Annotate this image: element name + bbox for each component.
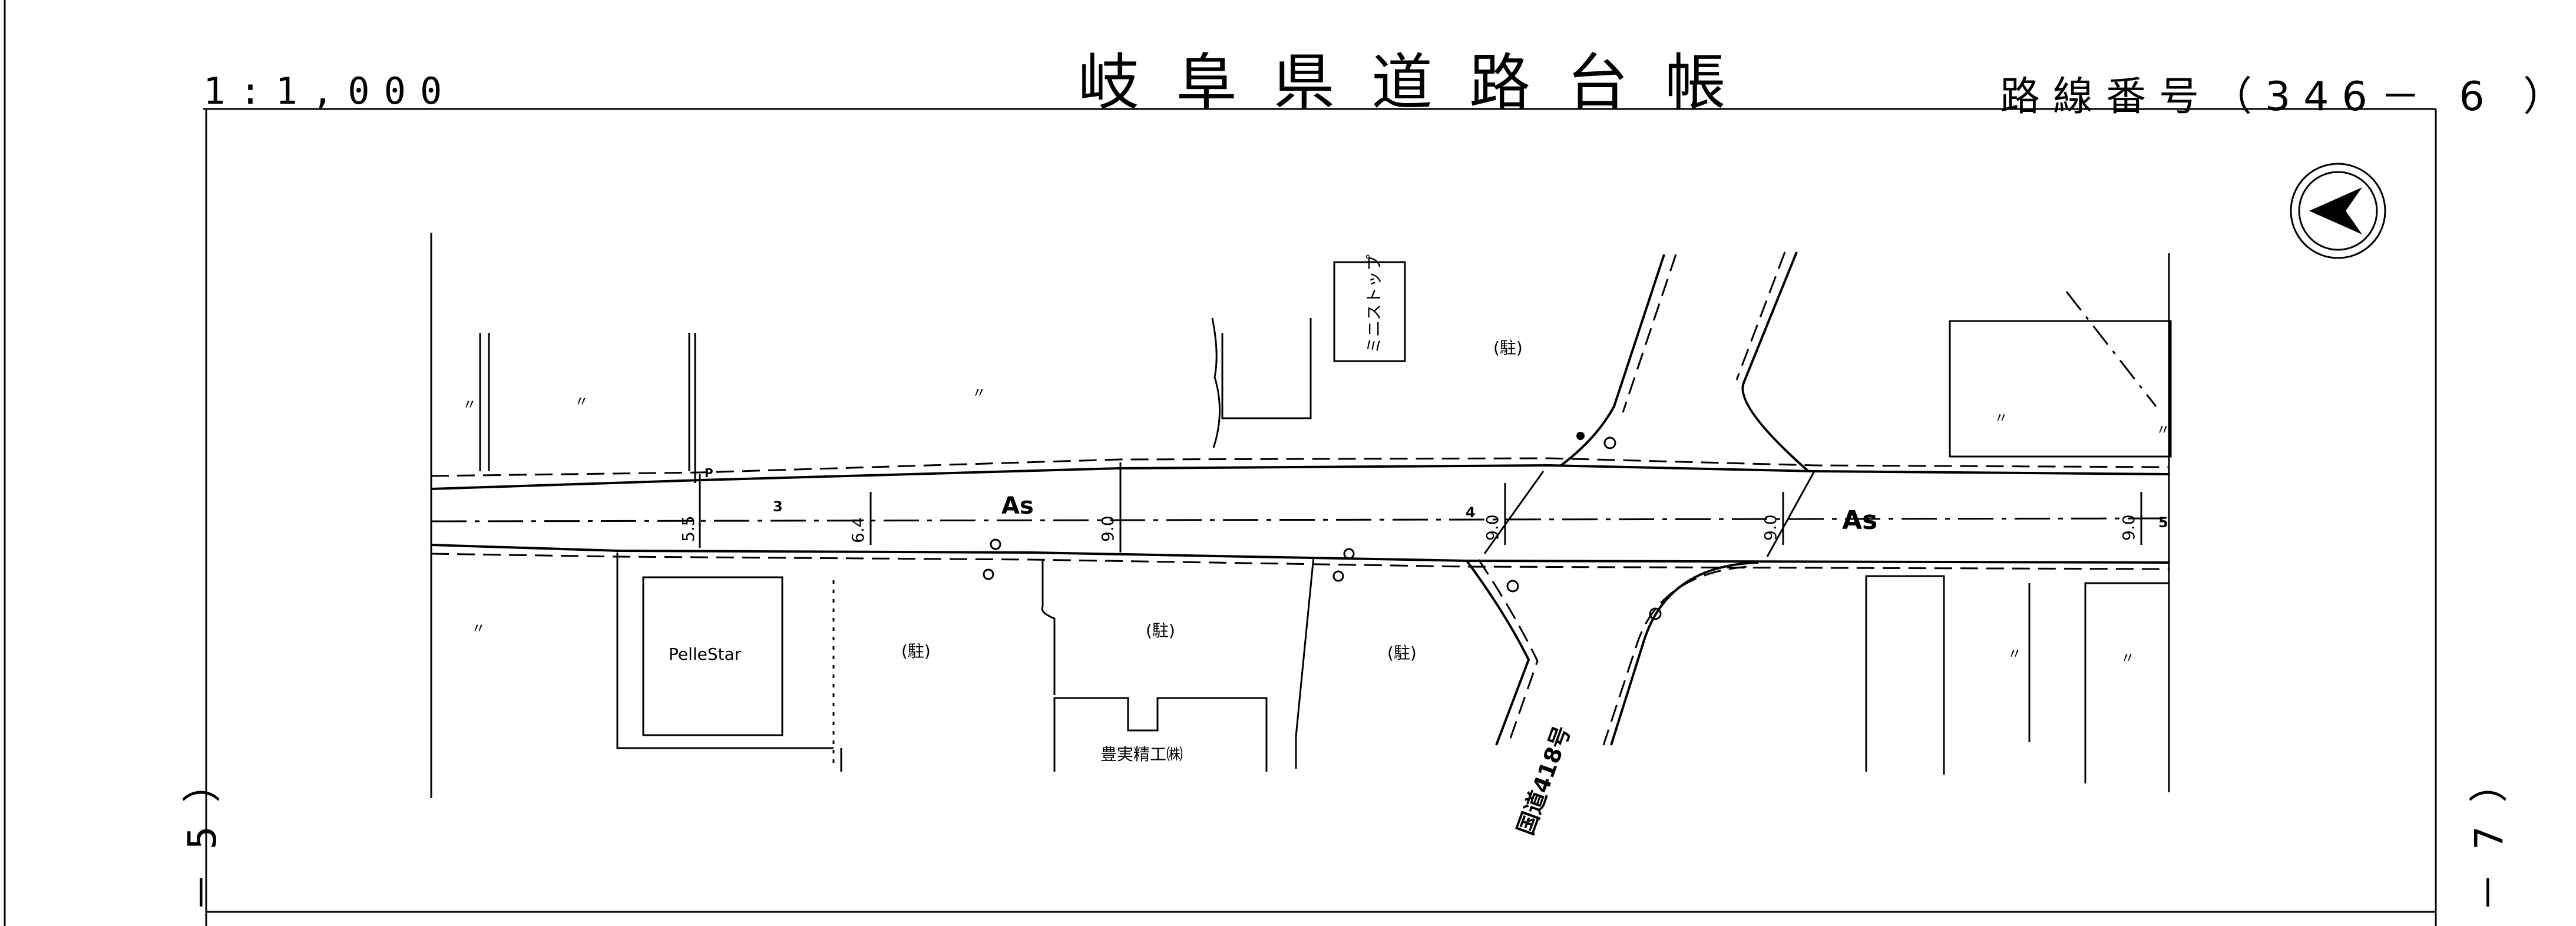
national-route-418-road [1466,252,1810,746]
main-road-edges [431,457,2170,570]
pellestar-label: PelleStar [669,644,742,664]
width-label-9-0-d: 9.0 [2119,514,2138,541]
width-label-9-0-c: 9.0 [1761,514,1780,541]
parking-label-4: (駐) [1387,643,1417,663]
utility-poles [983,432,1662,620]
station-3: 3 [773,498,783,515]
route-number: 路線番号（346－ 6 ） [2000,74,2576,120]
ditto-mark: 〃 [2008,646,2022,662]
ministop-label: ミニストップ [1364,254,1384,353]
station-5: 5 [2158,514,2168,531]
ministop-building [1333,261,1406,362]
station-4: 4 [1466,504,1476,521]
north-arrow-icon [2290,163,2386,259]
ditto-mark: 〃 [2121,650,2135,666]
pole-label: P [705,466,713,480]
parking-label-3: (駐) [1146,621,1175,640]
width-label-9-0-a: 9.0 [1098,515,1117,542]
surface-label-as-2: As [1842,505,1877,535]
sheet-frame [4,0,2437,926]
ditto-mark: 〃 [471,620,485,637]
ditto-mark: 〃 [574,393,588,410]
ditto-mark: 〃 [2156,422,2170,438]
parking-label-1: (駐) [1493,338,1523,358]
width-dimension-ticks [699,462,2142,557]
pellestar-building [642,576,783,736]
ditto-mark: 〃 [1994,410,2008,426]
match-lines [430,233,2170,798]
page-title: 岐阜県道路台帳 [1078,47,1763,118]
surface-label-as-1: As [1001,492,1034,520]
ditto-mark: 〃 [972,385,986,401]
width-label-5-5: 5.5 [679,515,698,542]
scale-label: 1:1,000 [203,70,457,113]
hojitsu-building [1053,697,1268,772]
width-label-9-0-b: 9.0 [1483,514,1502,541]
ditto-mark: 〃 [462,396,477,413]
width-label-6-4: 6.4 [848,517,868,543]
hojitsu-label: 豊実精工㈱ [1100,745,1183,764]
roadside-structures [479,261,2172,783]
parking-label-2: (駐) [901,641,931,661]
national-route-418-label: 国道418号 [1512,722,1575,838]
